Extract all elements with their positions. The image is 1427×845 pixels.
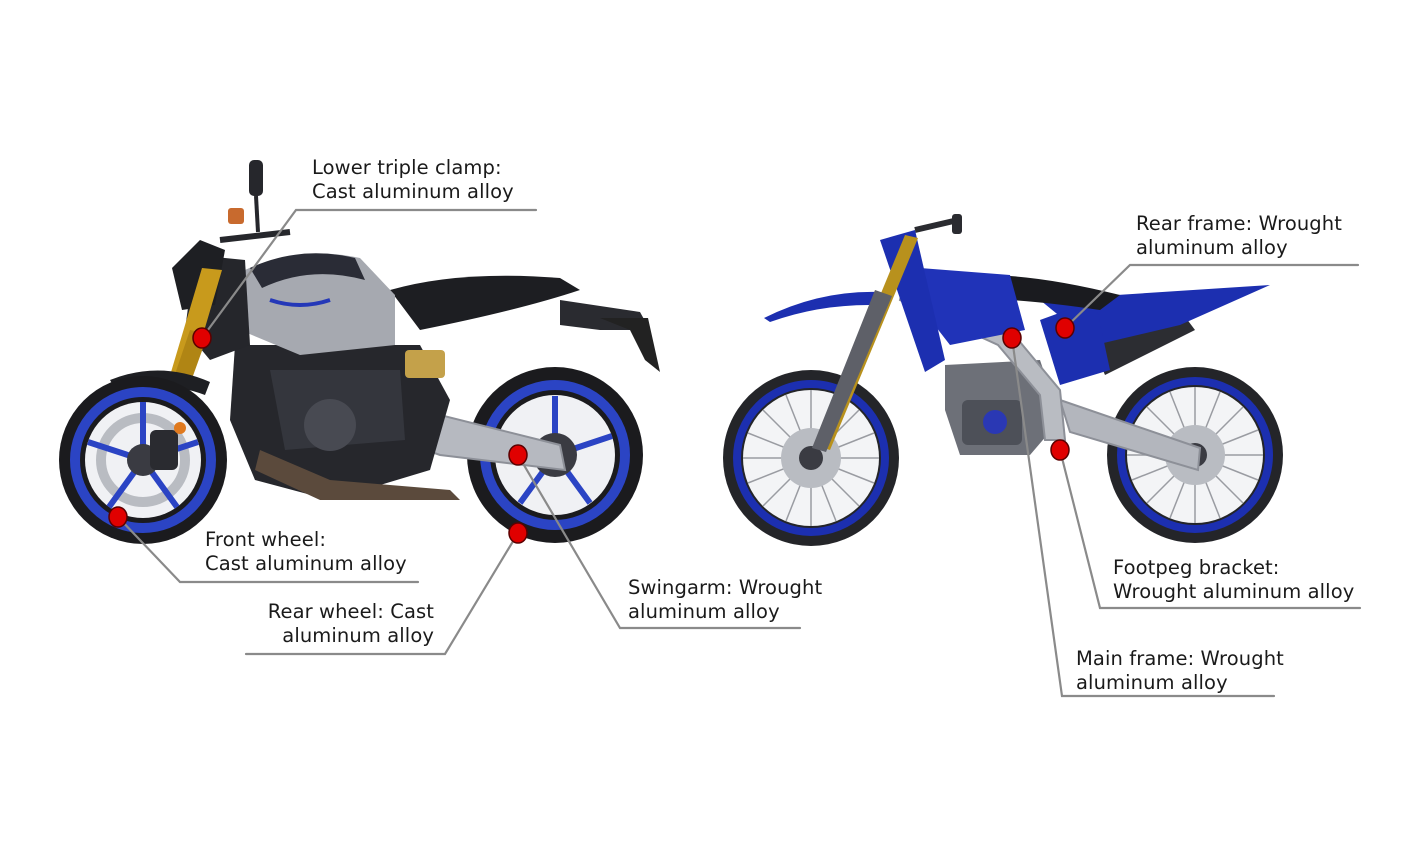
label-rear-frame-line1: Rear frame: Wrought xyxy=(1136,212,1342,235)
dirt-bike-illustration xyxy=(723,214,1283,546)
label-swingarm: Swingarm: Wrought aluminum alloy xyxy=(628,576,822,624)
leader-footpeg-bracket xyxy=(1058,448,1362,610)
label-lower-triple-clamp-line2: Cast aluminum alloy xyxy=(312,180,514,203)
leader-swingarm xyxy=(516,453,802,630)
label-rear-frame: Rear frame: Wrought aluminum alloy xyxy=(1136,212,1342,260)
label-swingarm-line1: Swingarm: Wrought xyxy=(628,576,823,599)
label-main-frame-line1: Main frame: Wrought xyxy=(1076,647,1284,670)
marker-main-frame xyxy=(1002,327,1022,349)
leader-lower-triple-clamp xyxy=(200,208,538,340)
leader-main-frame xyxy=(1010,336,1276,698)
label-lower-triple-clamp: Lower triple clamp: Cast aluminum alloy xyxy=(312,156,514,204)
street-motorcycle-illustration xyxy=(59,160,660,544)
leader-front-wheel xyxy=(116,515,420,584)
label-rear-wheel: Rear wheel: Cast aluminum alloy xyxy=(230,600,434,648)
callout-markers xyxy=(108,317,1075,544)
marker-lower-triple-clamp xyxy=(192,327,212,349)
label-rear-frame-line2: aluminum alloy xyxy=(1136,236,1288,259)
label-front-wheel-line2: Cast aluminum alloy xyxy=(205,552,407,575)
leader-lines xyxy=(116,208,1362,698)
leader-rear-wheel xyxy=(244,531,520,656)
label-front-wheel: Front wheel: Cast aluminum alloy xyxy=(205,528,407,576)
marker-footpeg-bracket xyxy=(1050,439,1070,461)
label-main-frame-line2: aluminum alloy xyxy=(1076,671,1228,694)
marker-rear-wheel xyxy=(508,522,528,544)
label-lower-triple-clamp-line1: Lower triple clamp: xyxy=(312,156,502,179)
label-swingarm-line2: aluminum alloy xyxy=(628,600,780,623)
marker-rear-frame xyxy=(1055,317,1075,339)
label-rear-wheel-line2: aluminum alloy xyxy=(282,624,434,647)
marker-front-wheel xyxy=(108,506,128,528)
marker-swingarm xyxy=(508,444,528,466)
label-front-wheel-line1: Front wheel: xyxy=(205,528,327,551)
label-rear-wheel-line1: Rear wheel: Cast xyxy=(267,600,434,623)
label-footpeg-bracket-line1: Footpeg bracket: xyxy=(1113,556,1280,579)
label-footpeg-bracket: Footpeg bracket: Wrought aluminum alloy xyxy=(1113,556,1354,604)
label-footpeg-bracket-line2: Wrought aluminum alloy xyxy=(1113,580,1355,603)
leader-rear-frame xyxy=(1063,263,1360,330)
label-main-frame: Main frame: Wrought aluminum alloy xyxy=(1076,647,1284,695)
